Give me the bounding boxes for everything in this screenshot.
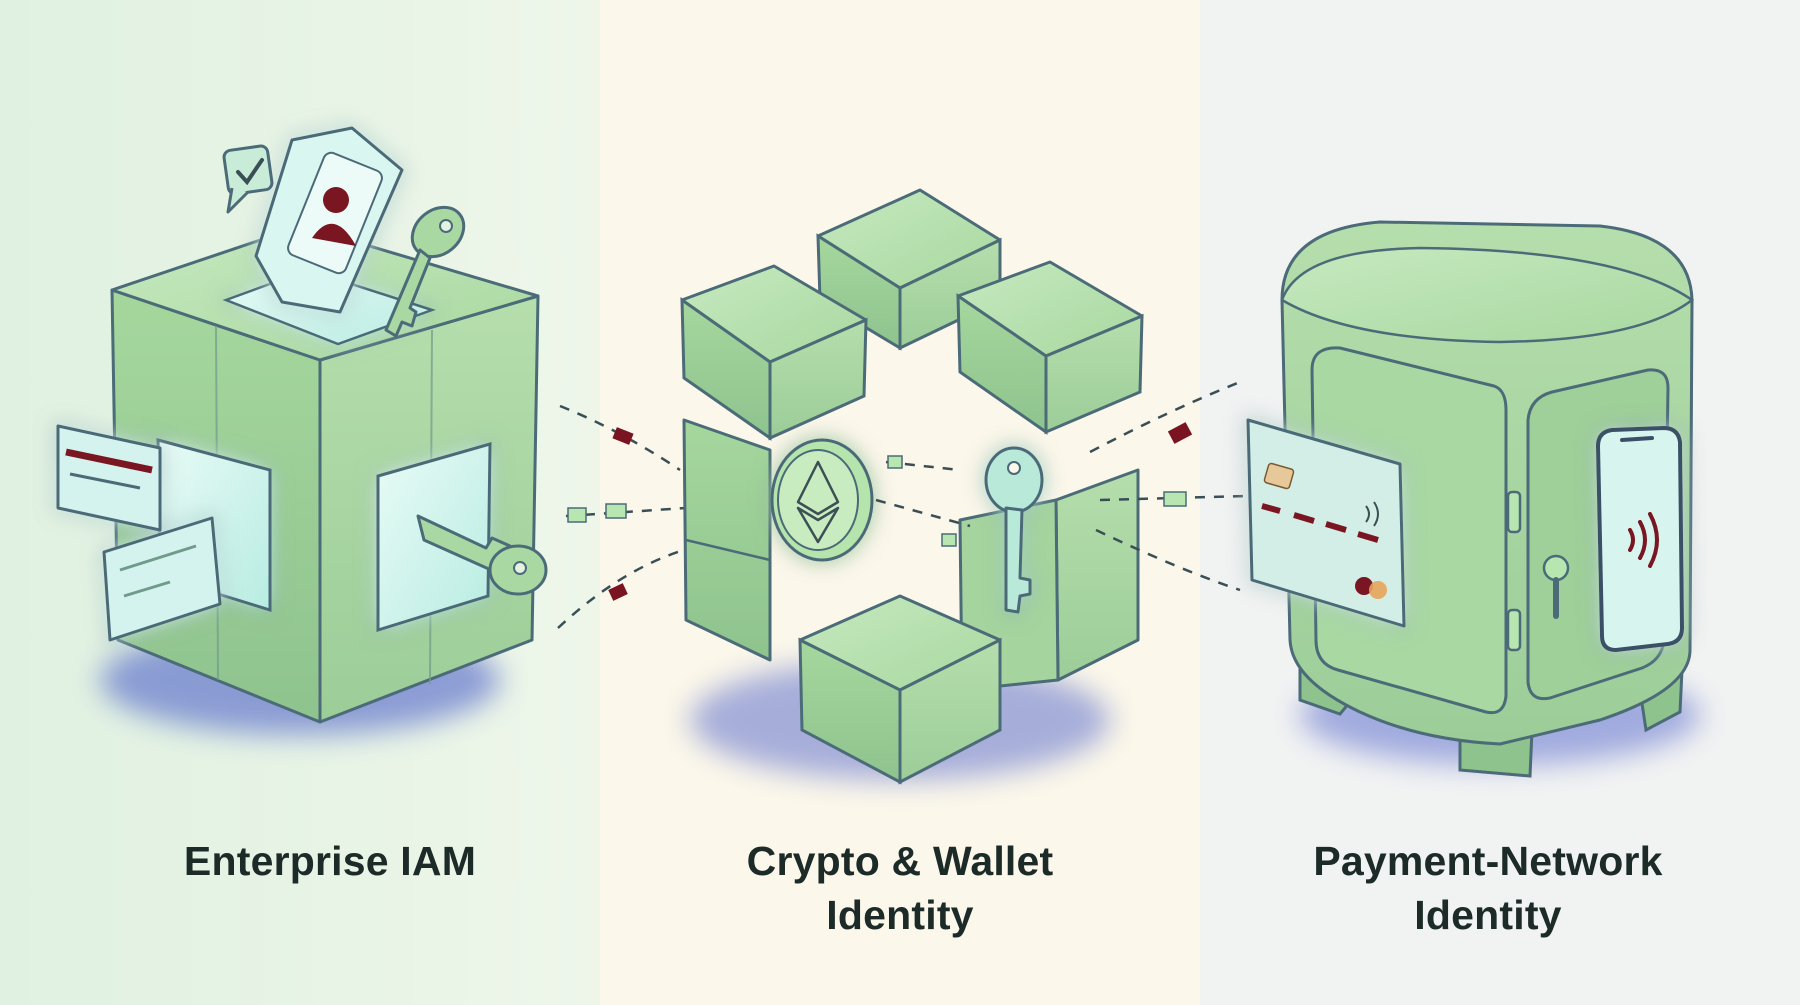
data-fragment bbox=[1167, 422, 1193, 444]
data-fragment bbox=[941, 533, 957, 547]
key-icon bbox=[984, 446, 1044, 614]
key-icon bbox=[384, 205, 466, 338]
data-fragment bbox=[1163, 491, 1187, 507]
phone-profile-icon bbox=[254, 126, 404, 314]
label-line: Payment-Network bbox=[1313, 838, 1663, 884]
ethereum-coin-icon bbox=[770, 438, 874, 562]
label-enterprise-iam: Enterprise IAM bbox=[30, 834, 630, 888]
connector-dashes-middle bbox=[875, 460, 971, 528]
connector-dashes-right bbox=[1089, 380, 1247, 592]
broken-block-ring-icon bbox=[680, 188, 1144, 785]
label-line: Crypto & Wallet bbox=[746, 838, 1054, 884]
data-fragment bbox=[887, 455, 903, 469]
key-icon-side bbox=[416, 514, 548, 596]
chat-check-icon bbox=[222, 144, 274, 214]
label-line: Identity bbox=[1414, 892, 1562, 938]
credit-card-icon bbox=[56, 424, 222, 642]
contactless-phone-icon bbox=[1596, 426, 1684, 652]
label-line: Identity bbox=[826, 892, 974, 938]
data-fragment bbox=[612, 427, 634, 445]
enterprise-cube-icon bbox=[100, 224, 540, 735]
label-line: Enterprise IAM bbox=[183, 838, 477, 884]
data-fragment bbox=[605, 503, 627, 519]
label-payment-network-identity: Payment-Network Identity bbox=[1188, 834, 1788, 942]
label-crypto-wallet-identity: Crypto & Wallet Identity bbox=[600, 834, 1200, 942]
data-fragment bbox=[567, 507, 587, 523]
data-fragment bbox=[608, 583, 628, 601]
credit-card-icon bbox=[1246, 418, 1406, 628]
